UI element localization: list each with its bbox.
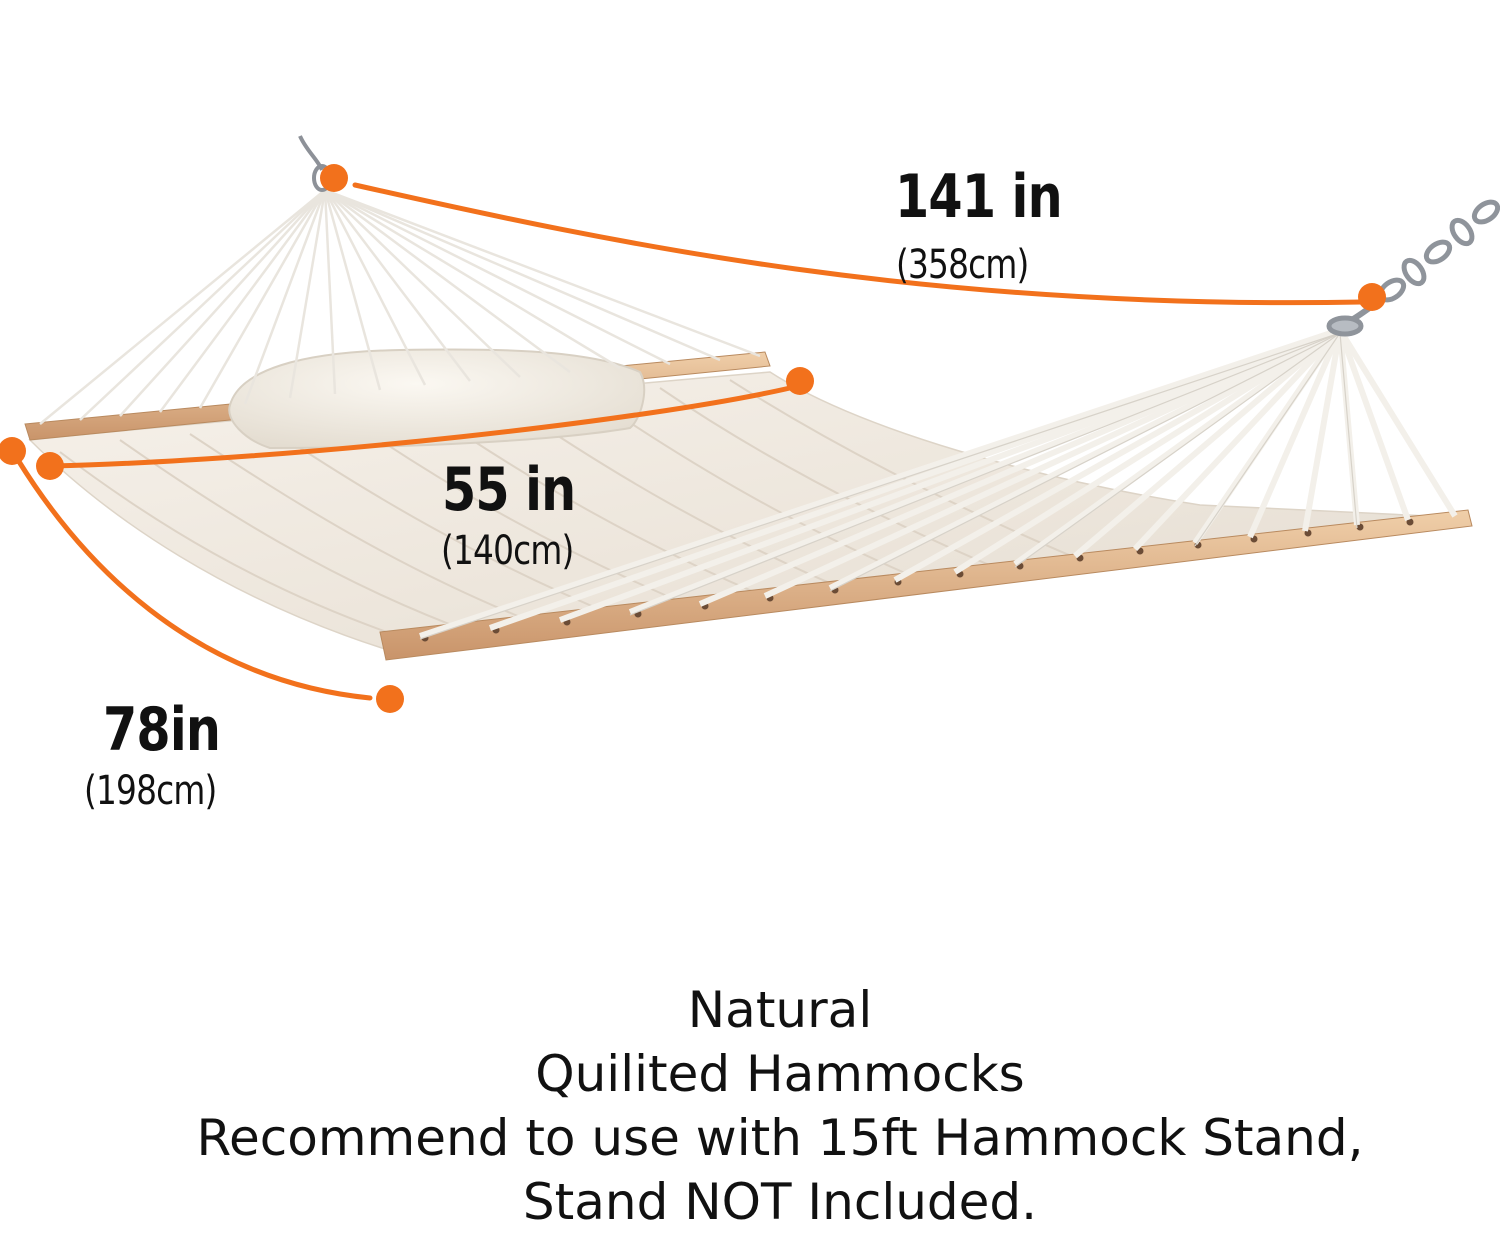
bed-measure-line (15, 457, 373, 701)
bed-endpoint-dot (376, 685, 404, 713)
length-endpoint-dot (1358, 283, 1386, 311)
length-cm-label: (358cm) (896, 242, 1029, 288)
measurement-lines (15, 182, 1365, 701)
caption-line-1: Natural (687, 981, 873, 1039)
product-caption: Natural Quilited Hammocks Recommend to u… (150, 978, 1410, 1234)
length-inches-label: 141 in (895, 162, 1063, 232)
width-cm-label: (140cm) (441, 528, 574, 574)
right-rope-shading (419, 332, 1358, 640)
caption-line-3: Recommend to use with 15ft Hammock Stand… (196, 1109, 1364, 1167)
bed-endpoint-dot (0, 437, 26, 465)
left-suspension-ropes (39, 188, 761, 425)
pillow (228, 348, 646, 450)
measurement-dots (0, 164, 1386, 713)
length-endpoint-dot (320, 164, 348, 192)
width-endpoint-dot (36, 452, 64, 480)
width-inches-label: 55 in (442, 455, 576, 525)
length-measure-line (352, 182, 1365, 306)
bed-cm-label: (198cm) (84, 768, 217, 814)
width-endpoint-dot (786, 367, 814, 395)
caption-line-2: Quilited Hammocks (535, 1045, 1025, 1103)
caption-line-4: Stand NOT Included. (522, 1173, 1038, 1231)
front-bar-holes (421, 518, 1414, 642)
right-chain (1326, 199, 1500, 337)
width-measure-line (49, 385, 793, 469)
bed-inches-label: 78in (103, 695, 221, 765)
